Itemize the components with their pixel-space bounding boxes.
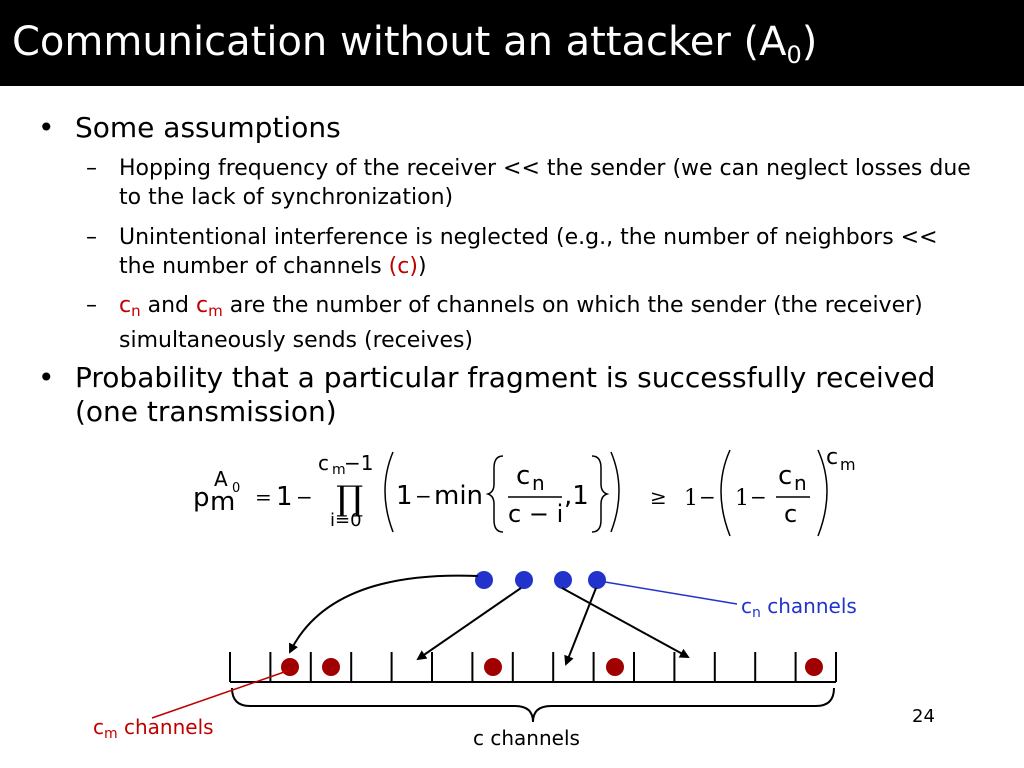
cn-callout-line xyxy=(604,581,738,605)
arrow xyxy=(416,587,522,661)
slide-title: Communication without an attacker (A0) xyxy=(12,19,818,69)
c-channels-label: c channels xyxy=(473,726,580,750)
bullet-dot: • xyxy=(38,111,55,144)
formula-p: p xyxy=(193,483,210,513)
frac-num-c: c xyxy=(516,461,530,491)
receiver-dot xyxy=(606,658,624,676)
title-bar: Communication without an attacker (A0) xyxy=(0,0,1024,86)
sub-bullet-text: cn and cm are the number of channels on … xyxy=(119,293,923,353)
arrow xyxy=(564,587,597,666)
c-channels-brace xyxy=(231,687,835,723)
dash-mark: – xyxy=(86,225,97,250)
prod-upper-m: m xyxy=(332,462,346,478)
brace-left xyxy=(485,455,504,533)
frac-den: c − i xyxy=(508,500,563,528)
formula-m: m xyxy=(210,487,235,517)
inner-minus: − xyxy=(415,484,432,508)
prod-upper-rest: −1 xyxy=(344,451,373,475)
c-highlight: (c) xyxy=(388,254,418,279)
rhs-one: 1 xyxy=(684,486,698,511)
sender-dot xyxy=(515,571,533,589)
channel-diagram xyxy=(151,571,837,723)
formula-minus: − xyxy=(296,485,313,509)
sender-dot xyxy=(475,571,493,589)
paren-right xyxy=(610,451,620,533)
dash-mark: – xyxy=(86,156,97,181)
sub-bullet-text: Unintentional interference is neglected … xyxy=(119,225,938,279)
receiver-dot xyxy=(281,658,299,676)
exp-c: c xyxy=(826,445,838,470)
rhs-inner-one: 1 xyxy=(735,486,749,511)
rhs-paren-outer-left xyxy=(720,449,731,537)
min-text: min xyxy=(434,481,483,511)
comma-one: ,1 xyxy=(564,481,589,511)
formula-one: 1 xyxy=(276,482,293,512)
geq-sign: ≥ xyxy=(650,485,667,509)
rhs-inner-minus: − xyxy=(750,485,767,509)
exp-m: m xyxy=(840,455,856,474)
cm-callout-line xyxy=(151,669,291,719)
bullet-text: Probability that a particular fragment i… xyxy=(75,361,936,428)
receiver-dot xyxy=(484,658,502,676)
rhs-den-c: c xyxy=(784,500,797,528)
cn-symbol: cn xyxy=(119,293,141,320)
arrow-curved xyxy=(289,574,479,654)
receiver-dot xyxy=(805,658,823,676)
sender-dot xyxy=(588,571,606,589)
brace-right xyxy=(591,455,610,533)
formula-A-sub: 0 xyxy=(232,481,240,496)
prod-upper-c: c xyxy=(318,451,329,475)
channel-ticks xyxy=(229,652,837,682)
sub-bullet-text: Hopping frequency of the receiver << the… xyxy=(119,156,971,210)
bullet-dot: • xyxy=(38,361,55,394)
prod-lower: i=0 xyxy=(330,510,362,531)
cn-channels-label: cn channels xyxy=(741,594,857,621)
sender-dot xyxy=(554,571,572,589)
paren-left xyxy=(384,451,394,533)
cm-symbol: cm xyxy=(196,293,223,320)
inner-one: 1 xyxy=(396,481,413,511)
formula-A: A xyxy=(214,467,228,491)
rhs-num-n: n xyxy=(794,471,807,495)
receiver-dot xyxy=(322,658,340,676)
rhs-minus: − xyxy=(699,485,716,509)
formula-eq: = xyxy=(255,485,272,509)
bullet-text: Some assumptions xyxy=(75,111,341,144)
frac-num-n: n xyxy=(532,471,545,495)
arrow xyxy=(561,587,690,658)
rhs-num-c: c xyxy=(778,461,792,491)
rhs-paren-outer-right xyxy=(817,449,828,537)
product-icon: ∏ xyxy=(336,479,363,519)
probability-formula: p m A 0 = 1 − ∏ c m −1 i=0 1 − min c n c… xyxy=(193,445,856,537)
cm-channels-label: cm channels xyxy=(93,715,214,742)
page-number: 24 xyxy=(912,706,935,727)
dash-mark: – xyxy=(86,293,97,318)
